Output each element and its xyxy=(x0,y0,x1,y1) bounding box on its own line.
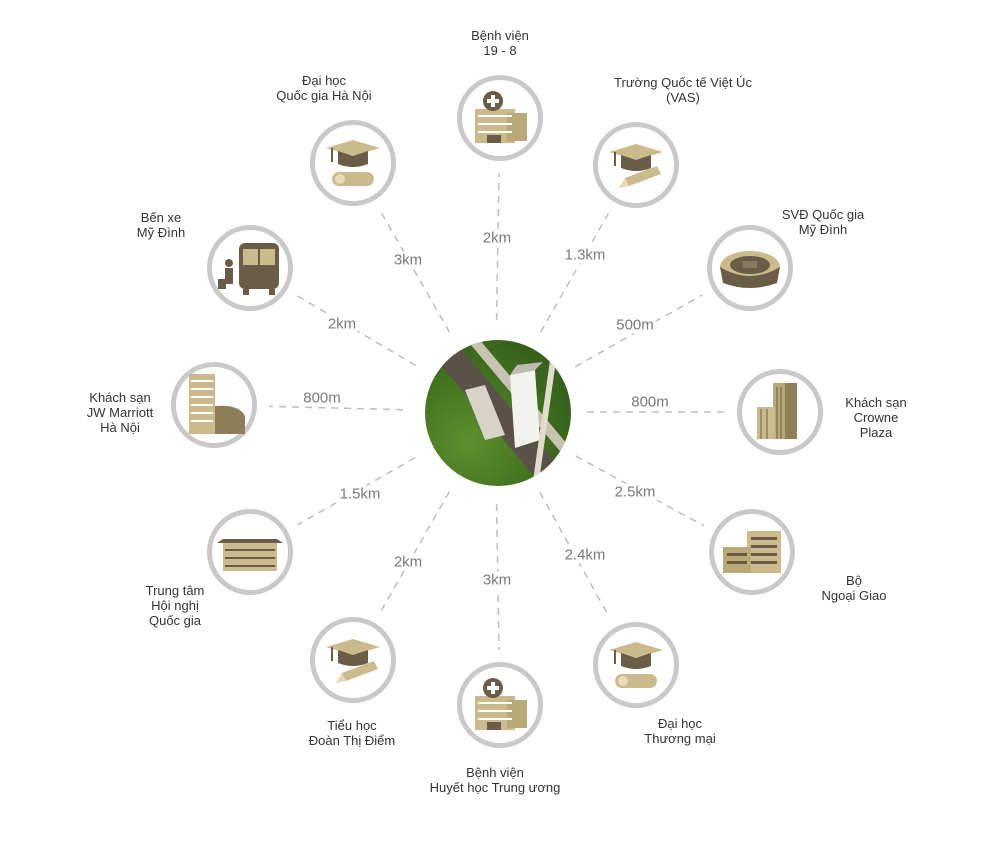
place-label-line: Trung tâm xyxy=(145,583,205,598)
graduation-pencil-icon xyxy=(601,130,671,200)
distance-label: 800m xyxy=(301,389,343,407)
place-label-line: Quốc gia Hà Nội xyxy=(276,88,372,103)
hotel-building-icon xyxy=(179,370,249,440)
connector-line xyxy=(379,491,450,613)
place-circle[interactable] xyxy=(457,75,543,161)
place-label-line: Hà Nội xyxy=(100,420,140,435)
place-circle[interactable] xyxy=(207,225,293,311)
distance-label: 2.5km xyxy=(612,483,658,501)
place-label-line: Crowne xyxy=(853,410,899,425)
place-label-line: Khách sạn xyxy=(89,390,151,405)
place-label-line: Bệnh viện xyxy=(466,765,524,780)
bus-icon xyxy=(215,233,285,303)
connector-line xyxy=(495,172,500,321)
place-label-line: Trường Quốc tế Việt Úc xyxy=(614,75,752,90)
place-circle[interactable] xyxy=(310,120,396,206)
connector-line xyxy=(575,455,705,527)
place-label-line: Bệnh viện xyxy=(471,28,529,43)
distance-label: 3km xyxy=(391,251,425,269)
connector-line xyxy=(495,503,500,651)
place-label-line: Plaza xyxy=(859,425,893,440)
place-label-line: Ngoại Giao xyxy=(821,588,887,603)
distance-label: 500m xyxy=(614,316,656,334)
convention-center-icon xyxy=(215,517,285,587)
place-circle[interactable] xyxy=(171,362,257,448)
connector-line xyxy=(268,405,404,411)
place-label-line: Bộ xyxy=(846,573,862,588)
place-label-line: SVĐ Quốc gia xyxy=(781,207,865,222)
place-circle[interactable] xyxy=(310,617,396,703)
distance-label: 800m xyxy=(629,393,671,411)
place-label-line: Đoàn Thị Điểm xyxy=(308,733,396,748)
place-label-line: Thương mại xyxy=(644,731,716,746)
distance-label: 2km xyxy=(391,553,425,571)
place-label: Trường Quốc tế Việt Úc(VAS) xyxy=(614,75,752,105)
distance-label: 2km xyxy=(325,315,359,333)
connector-line xyxy=(574,294,703,368)
distance-label: 1.3km xyxy=(562,246,608,264)
distance-label: 2.4km xyxy=(562,546,608,564)
place-circle[interactable] xyxy=(737,369,823,455)
graduation-diploma-icon xyxy=(601,630,671,700)
place-label-line: Mỹ Đình xyxy=(136,225,186,240)
place-label-line: Mỹ Đình xyxy=(798,222,848,237)
connector-line xyxy=(379,210,451,333)
graduation-diploma-icon xyxy=(318,128,388,198)
place-label-line: JW Marriott xyxy=(86,405,154,420)
place-label-line: Huyết học Trung ương xyxy=(429,780,561,795)
distance-label: 3km xyxy=(480,571,514,589)
place-label-line: Khách sạn xyxy=(845,395,907,410)
place-circle[interactable] xyxy=(709,509,795,595)
place-label-line: 19 - 8 xyxy=(483,43,517,58)
place-label-line: Đại học xyxy=(301,73,347,88)
distance-label: 2km xyxy=(480,229,514,247)
place-label-line: Đại học xyxy=(657,716,703,731)
office-building-icon xyxy=(717,517,787,587)
place-circle[interactable] xyxy=(593,122,679,208)
hospital-icon xyxy=(465,83,535,153)
place-label-line: (VAS) xyxy=(666,90,700,105)
place-label-line: Quốc gia xyxy=(148,613,202,628)
project-aerial-view xyxy=(425,340,571,486)
place-circle[interactable] xyxy=(457,662,543,748)
place-label-line: Hội nghị xyxy=(151,598,199,613)
stadium-icon xyxy=(715,233,785,303)
tower-building-icon xyxy=(745,377,815,447)
hospital-icon xyxy=(465,670,535,740)
place-circle[interactable] xyxy=(207,509,293,595)
connector-line xyxy=(539,212,610,333)
graduation-pencil-icon xyxy=(318,625,388,695)
place-label-line: Tiểu học xyxy=(327,718,377,733)
distance-label: 1.5km xyxy=(337,485,383,503)
place-label-line: Bến xe xyxy=(140,210,182,225)
place-circle[interactable] xyxy=(707,225,793,311)
place-circle[interactable] xyxy=(593,622,679,708)
